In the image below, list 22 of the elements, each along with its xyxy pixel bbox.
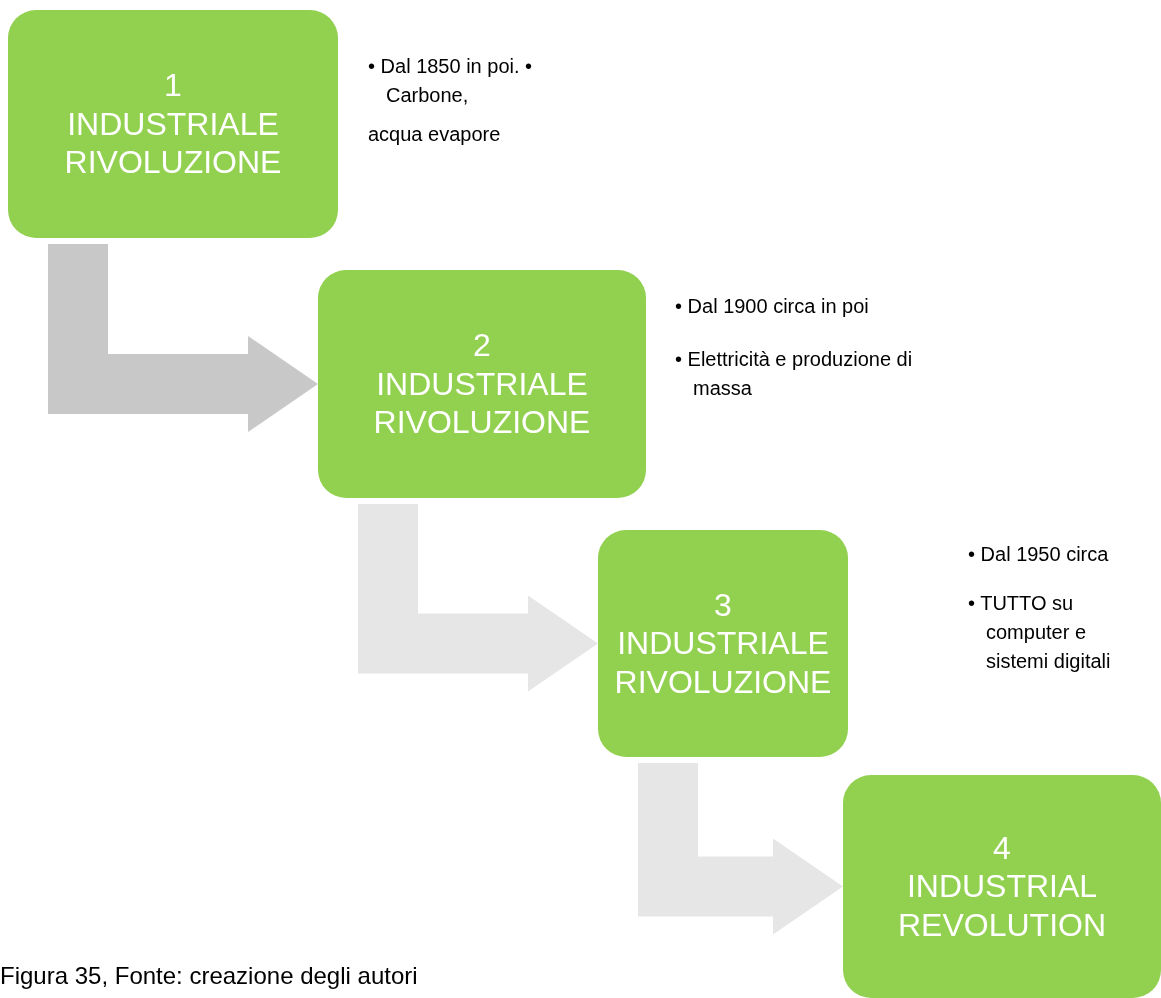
process-box — [598, 530, 848, 757]
bullet-note: • Dal 1950 circa — [968, 542, 1110, 567]
step-number: 3 — [714, 585, 732, 625]
step-number: 2 — [473, 326, 491, 365]
bullet-note: • Dal 1850 in poi. • Carbone, — [368, 54, 534, 108]
step-title: INDUSTRIALE RIVOLUZIONE — [63, 104, 283, 182]
step-number: 4 — [993, 828, 1011, 868]
process-box — [318, 270, 646, 498]
bullet-note: • Elettricità e produzione di massa — [675, 347, 914, 401]
bullet-note: • TUTTO su computer e sistemi digitali — [968, 591, 1112, 674]
step-title: INDUSTRIAL REVOLUTION — [897, 867, 1107, 945]
step-title: INDUSTRIALE RIVOLUZIONE — [613, 624, 833, 702]
process-box — [843, 775, 1161, 998]
arrow — [638, 763, 843, 935]
caption: Figura 35, Fonte: creazione degli autori — [0, 961, 418, 991]
step-title: INDUSTRIALE RIVOLUZIONE — [372, 364, 592, 442]
step-number: 1 — [164, 66, 182, 105]
arrow — [48, 244, 318, 432]
bullet-note: • Dal 1900 circa in poi — [675, 294, 870, 319]
bullet-note: acqua evapore — [368, 122, 502, 147]
process-box — [8, 10, 338, 238]
arrow — [358, 504, 598, 692]
